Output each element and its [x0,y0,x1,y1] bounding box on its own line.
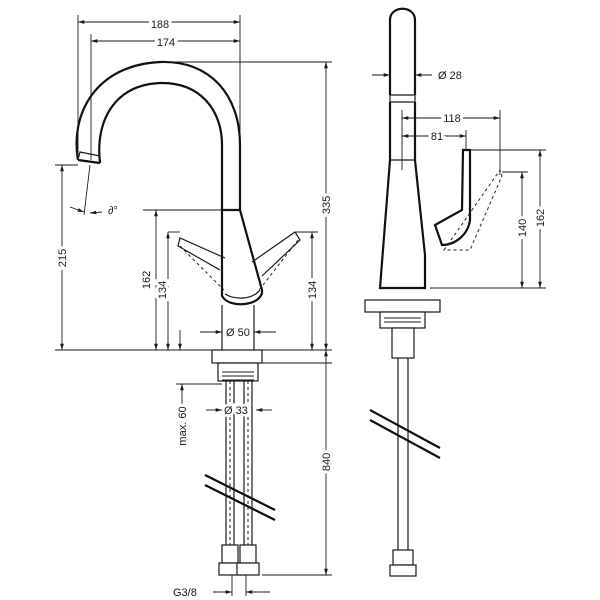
hose-nut-right [236,562,260,576]
dim-840: 840 [321,453,333,471]
side-base-ring [379,311,426,329]
side-base-plate [364,299,441,313]
body-inner [224,289,261,299]
dim-118: 118 [443,113,461,125]
break-line-front-2 [204,484,276,521]
dim-base-diameter: Ø 50 [226,327,250,339]
hose-fitting-right [239,544,257,564]
dim-max-60: max. 60 [177,406,189,445]
front-dimensions: 188 174 335 215 ∂° 162 134 134 [54,15,336,599]
side-spout [388,7,417,95]
dim-swivel-angle: ∂° [108,205,118,217]
side-hose-fitting [392,549,414,566]
front-base-body [221,305,255,350]
dim-spout-diameter: Ø 28 [438,70,462,82]
dim-162: 162 [141,271,153,289]
side-shank [391,327,415,359]
break-line-side-2 [369,419,441,459]
dim-335: 335 [321,196,333,214]
hose-left [225,381,235,545]
spout-inner-outline [98,81,224,210]
side-spout-neck [388,102,417,160]
hose-fitting-left [221,544,239,564]
spout-outlet-tip [77,151,101,163]
side-view [364,7,503,577]
dim-134-left: 134 [157,281,169,299]
hose-right [243,381,253,545]
front-view [75,60,301,576]
dim-174: 174 [157,37,175,49]
side-hose [397,358,409,550]
dim-81: 81 [431,131,443,143]
side-hose-nut [389,564,417,577]
dim-215: 215 [57,249,69,267]
lever-right [251,231,301,277]
side-dimensions: Ø 28 118 81 162 140 [372,70,550,289]
side-body [378,159,427,290]
front-base-plate [211,349,263,364]
dim-side-140: 140 [517,219,529,237]
lever-left [177,237,226,271]
spout-outlet [77,158,101,165]
dim-shank-diameter: Ø 33 [224,405,248,417]
dim-thread: G3/8 [173,587,197,599]
side-base-thread [384,317,421,323]
dim-side-162: 162 [535,209,547,227]
faucet-body [220,208,264,306]
break-line-front-1 [204,474,276,511]
dim-188: 188 [151,19,169,31]
front-base-thread [222,371,254,381]
lever-left-dash [179,245,225,291]
side-spout-tip [389,94,416,103]
side-lever-dash [443,168,503,251]
dim-134-right: 134 [307,281,319,299]
break-line-side-1 [369,409,441,449]
side-lever [433,148,472,247]
